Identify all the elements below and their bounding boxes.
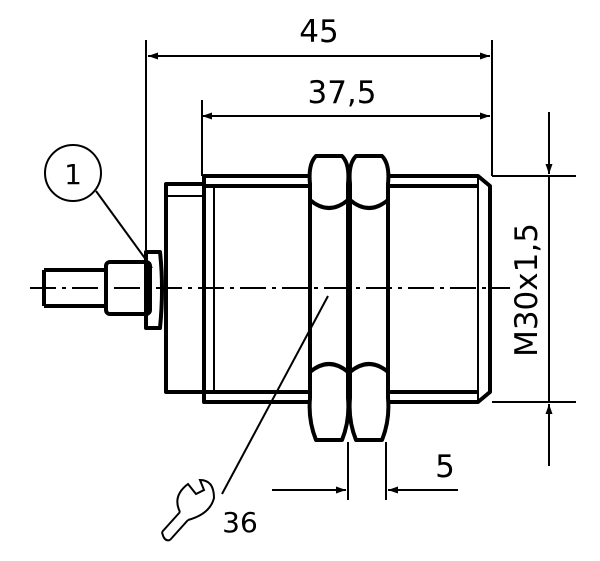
callout-number: 1 <box>64 158 82 191</box>
wrench-size-label: 36 <box>222 506 258 539</box>
thread-label: M30x1,5 <box>509 223 545 357</box>
dimension-body-length: 37,5 <box>201 75 490 176</box>
callout-1: 1 <box>44 144 153 269</box>
dimension-overall-length: 45 <box>145 14 493 250</box>
wrench-callout: 36 <box>161 295 329 542</box>
dimension-nut-width: 5 <box>272 442 458 500</box>
hex-nut-right <box>347 154 391 442</box>
nut-width-label: 5 <box>435 449 455 485</box>
body-length-label: 37,5 <box>307 75 376 111</box>
hex-nut-left <box>307 154 351 442</box>
overall-length-label: 45 <box>299 14 338 50</box>
cable-gland <box>104 250 164 330</box>
dimension-thread: M30x1,5 <box>492 112 576 466</box>
wrench-icon <box>161 478 216 542</box>
